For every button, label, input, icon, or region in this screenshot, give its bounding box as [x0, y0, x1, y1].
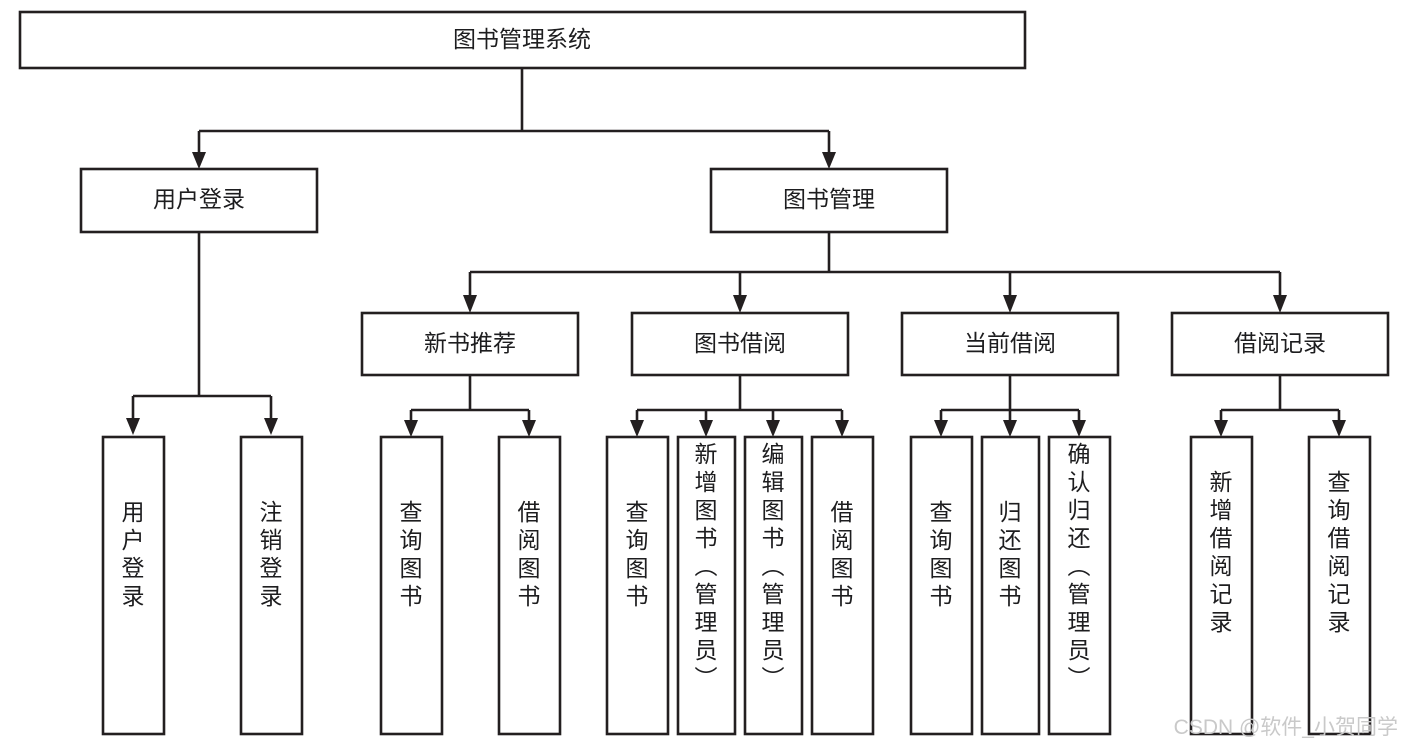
leaf-new-book-borrow-label: 借阅图书 [518, 499, 541, 609]
leaf-current-borrow-confirm-box[interactable] [1047, 435, 1112, 736]
arrowhead-bb-leaf-4 [835, 420, 849, 437]
connector-group-root [192, 68, 836, 169]
connector-group-book-manage [463, 232, 1287, 313]
csdn-watermark: CSDN @软件_小贺同学 [1174, 716, 1398, 739]
leaf-book-borrow-edit[interactable]: 编辑图书︵管理员︶ [743, 435, 804, 736]
arrowhead-nb-leaf-2 [522, 420, 536, 437]
leaf-user-login-login-box[interactable] [101, 435, 166, 736]
leaf-borrow-record-query-box[interactable] [1307, 435, 1372, 736]
arrowhead-book-manage [822, 152, 836, 169]
leaf-borrow-record-query-label: 查询借阅记录 [1328, 469, 1351, 635]
arrowhead-cb-leaf-2 [1003, 420, 1017, 437]
node-new-book-recommend-box[interactable] [360, 311, 580, 377]
node-user-login-box[interactable] [79, 167, 319, 234]
node-book-borrow-box[interactable] [630, 311, 850, 377]
arrowhead-bb-leaf-2 [699, 420, 713, 437]
arrowhead-br-leaf-2 [1332, 420, 1346, 437]
leaf-current-borrow-confirm-label: 确认归还︵管理员︶ [1068, 441, 1091, 691]
leaf-book-borrow-borrow[interactable]: 借阅图书 [810, 435, 875, 736]
leaf-user-login-logout-box[interactable] [239, 435, 304, 736]
leaf-new-book-query-box[interactable] [379, 435, 444, 736]
node-current-borrow-box[interactable] [900, 311, 1120, 377]
leaf-book-borrow-borrow-label: 借阅图书 [831, 499, 854, 609]
arrowhead-borrow-record [1273, 295, 1287, 313]
node-new-book-recommend[interactable]: 新书推荐 [360, 311, 580, 377]
leaf-new-book-query[interactable]: 查询图书 [379, 435, 444, 736]
leaf-current-borrow-confirm[interactable]: 确认归还︵管理员︶ [1047, 435, 1112, 736]
node-root-system-box[interactable] [18, 10, 1027, 70]
node-borrow-record[interactable]: 借阅记录 [1170, 311, 1390, 377]
leaf-borrow-record-add[interactable]: 新增借阅记录 [1189, 435, 1254, 736]
arrowhead-leaf-user-login [126, 418, 140, 435]
connector-group-user-login [126, 232, 278, 435]
leaf-user-login-logout-label: 注销登录 [260, 499, 283, 609]
leaf-new-book-query-label: 查询图书 [400, 499, 423, 609]
node-book-borrow[interactable]: 图书借阅 [630, 311, 850, 377]
connector-group-new-book [404, 375, 536, 437]
leaf-book-borrow-borrow-box[interactable] [810, 435, 875, 736]
leaf-borrow-record-query[interactable]: 查询借阅记录 [1307, 435, 1372, 736]
leaf-current-borrow-return-label: 归还图书 [999, 499, 1022, 609]
arrowhead-current-borrow [1003, 295, 1017, 313]
node-new-book-recommend-label: 新书推荐 [424, 330, 516, 356]
leaf-current-borrow-return[interactable]: 归还图书 [980, 435, 1041, 736]
leaf-new-book-borrow-box[interactable] [497, 435, 562, 736]
node-book-management-box[interactable] [709, 167, 949, 234]
arrowhead-user-login [192, 152, 206, 169]
connector-group-current-borrow [934, 375, 1086, 437]
arrowhead-nb-leaf-1 [404, 420, 418, 437]
node-book-borrow-label: 图书借阅 [694, 330, 786, 356]
leaf-book-borrow-edit-box[interactable] [743, 435, 804, 736]
leaf-book-borrow-query-box[interactable] [605, 435, 670, 736]
node-current-borrow-label: 当前借阅 [964, 330, 1056, 356]
arrowhead-bb-leaf-1 [630, 420, 644, 437]
leaf-book-borrow-edit-label: 编辑图书︵管理员︶ [762, 441, 785, 691]
arrowhead-leaf-logout [264, 418, 278, 435]
leaf-user-login-login[interactable]: 用户登录 [101, 435, 166, 736]
leaf-new-book-borrow[interactable]: 借阅图书 [497, 435, 562, 736]
node-user-login-label: 用户登录 [153, 186, 245, 212]
leaf-current-borrow-query-label: 查询图书 [930, 499, 953, 609]
arrowhead-bb-leaf-3 [766, 420, 780, 437]
arrowhead-cb-leaf-3 [1072, 420, 1086, 437]
node-user-login[interactable]: 用户登录 [79, 167, 319, 234]
leaf-user-login-logout[interactable]: 注销登录 [239, 435, 304, 736]
leaf-book-borrow-query[interactable]: 查询图书 [605, 435, 670, 736]
arrowhead-new-book [463, 295, 477, 313]
arrowhead-book-borrow [733, 295, 747, 313]
node-root-system[interactable]: 图书管理系统 [18, 10, 1027, 70]
node-book-management[interactable]: 图书管理 [709, 167, 949, 234]
node-root-system-label: 图书管理系统 [453, 26, 591, 52]
leaf-current-borrow-query-box[interactable] [909, 435, 974, 736]
connector-group-borrow-record [1214, 375, 1346, 437]
node-borrow-record-box[interactable] [1170, 311, 1390, 377]
arrowhead-cb-leaf-1 [934, 420, 948, 437]
node-current-borrow[interactable]: 当前借阅 [900, 311, 1120, 377]
leaf-book-borrow-query-label: 查询图书 [626, 499, 649, 609]
leaf-user-login-login-label: 用户登录 [122, 499, 145, 609]
node-book-management-label: 图书管理 [783, 186, 875, 212]
leaf-book-borrow-add-box[interactable] [676, 435, 737, 736]
leaf-book-borrow-add-label: 新增图书︵管理员︶ [695, 441, 718, 691]
leaf-borrow-record-add-label: 新增借阅记录 [1210, 469, 1233, 635]
connector-group-book-borrow [630, 375, 849, 437]
arrowhead-br-leaf-1 [1214, 420, 1228, 437]
leaf-current-borrow-return-box[interactable] [980, 435, 1041, 736]
node-borrow-record-label: 借阅记录 [1234, 330, 1326, 356]
leaf-current-borrow-query[interactable]: 查询图书 [909, 435, 974, 736]
leaf-borrow-record-add-box[interactable] [1189, 435, 1254, 736]
leaf-book-borrow-add[interactable]: 新增图书︵管理员︶ [676, 435, 737, 736]
